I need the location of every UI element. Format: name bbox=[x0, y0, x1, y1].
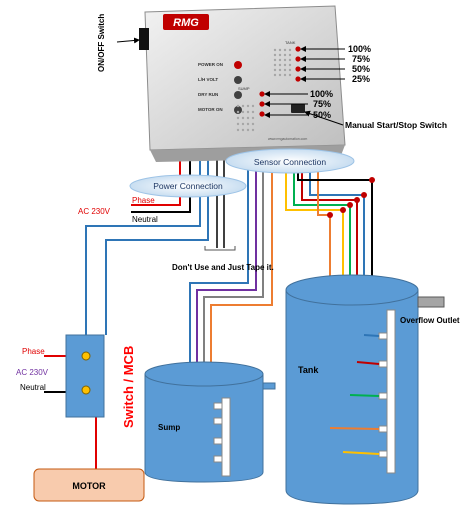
tank: Tank Overflow Outlet bbox=[285, 274, 460, 505]
sensor-connection-label: Sensor Connection bbox=[254, 157, 327, 167]
sump-label: Sump bbox=[158, 423, 180, 432]
tank-level-leds bbox=[295, 46, 301, 82]
sump: Sump bbox=[144, 361, 276, 483]
switch-mcb-label: Switch / MCB bbox=[121, 346, 136, 428]
tank-panel-title: TANK bbox=[285, 40, 296, 45]
tape-bracket bbox=[204, 246, 236, 251]
power-connection-ellipse bbox=[129, 174, 247, 198]
motor-label: MOTOR bbox=[72, 481, 106, 491]
onoff-switch-label: ON/OFF Switch bbox=[97, 14, 106, 72]
tank-led-panel bbox=[273, 48, 292, 77]
tank-level-100: 100% bbox=[348, 44, 371, 54]
power-connection-label: Power Connection bbox=[153, 181, 223, 191]
switch-terminal-top bbox=[81, 351, 91, 361]
tape-note: Don't Use and Just Tape it. bbox=[172, 263, 274, 272]
switch-terminal-bottom bbox=[81, 385, 91, 395]
overflow-outlet-label: Overflow Outlet bbox=[400, 316, 460, 325]
tank-level-25: 25% bbox=[352, 74, 370, 84]
sump-level-75: 75% bbox=[313, 99, 331, 109]
switch-mcb-box[interactable] bbox=[65, 334, 105, 418]
manual-switch-label: Manual Start/Stop Switch bbox=[345, 120, 447, 130]
sump-led-panel bbox=[236, 104, 255, 132]
switch-phase-label: Phase bbox=[22, 347, 45, 356]
sump-wire-blue bbox=[189, 170, 249, 405]
sump-level-100: 100% bbox=[310, 89, 333, 99]
brand-logo bbox=[163, 14, 209, 30]
tank-sensor-rod bbox=[386, 309, 396, 474]
sump-level-50: 50% bbox=[313, 110, 331, 120]
tank-wire-blue bbox=[309, 170, 365, 335]
manual-start-stop-button[interactable] bbox=[291, 104, 305, 113]
wire-junctions bbox=[327, 177, 375, 218]
overflow-outlet-pipe bbox=[417, 296, 445, 308]
sump-sensor-rod bbox=[221, 397, 231, 477]
tank-label: Tank bbox=[298, 365, 319, 375]
indicator-dry-run: DRY RUN bbox=[198, 92, 218, 97]
brand-logo-text: RMG bbox=[173, 17, 199, 29]
level-pointers bbox=[116, 37, 345, 126]
sensor-connection-ellipse bbox=[225, 148, 355, 174]
sump-panel-title: SUMP bbox=[238, 86, 250, 91]
ac-supply-label: AC 230V bbox=[78, 207, 111, 216]
sump-wire-purple bbox=[196, 170, 257, 410]
indicator-power-on: POWER ON bbox=[198, 62, 223, 67]
tank-level-75: 75% bbox=[352, 54, 370, 64]
switch-ac-supply-label: AC 230V bbox=[16, 368, 49, 377]
switch-output-wire bbox=[105, 160, 209, 335]
sump-level-leds bbox=[259, 91, 265, 117]
website-text: www.rmgautomation.com bbox=[268, 137, 307, 141]
indicator-lh-volt: L/H VOLT bbox=[198, 77, 218, 82]
onoff-switch[interactable] bbox=[139, 28, 149, 50]
switch-neutral-label: Neutral bbox=[20, 383, 46, 392]
tank-level-50: 50% bbox=[352, 64, 370, 74]
controller: RMG POWER ON L/H VOLT DRY RUN MOTOR ON T… bbox=[139, 5, 346, 162]
phase-label: Phase bbox=[132, 196, 155, 205]
indicator-motor-on: MOTOR ON bbox=[198, 107, 223, 112]
neutral-label: Neutral bbox=[132, 215, 158, 224]
motor-box bbox=[33, 468, 145, 502]
